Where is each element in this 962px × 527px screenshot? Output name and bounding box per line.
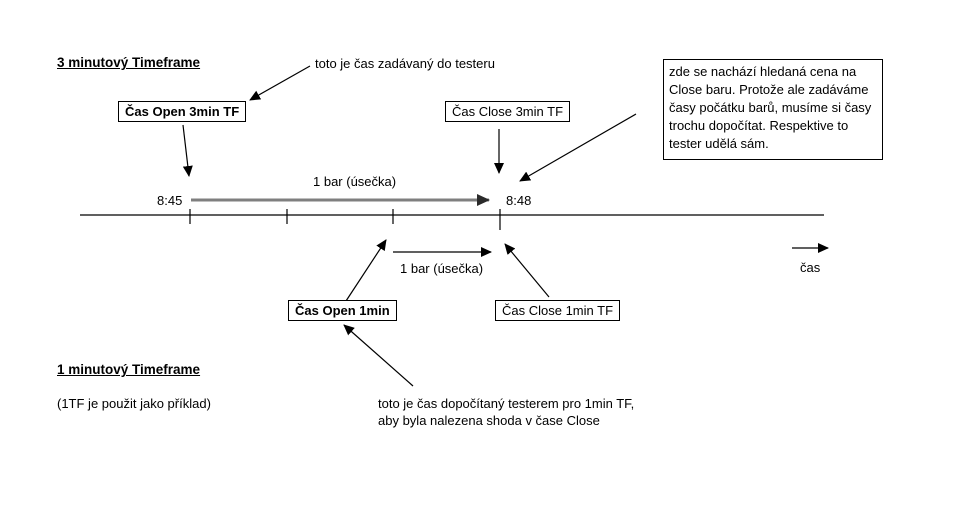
- arrow-annotation-to-open1min: [343, 324, 414, 387]
- info-box-line: Close baru. Protože ale zadáváme: [669, 82, 869, 97]
- arrow-open3min-to-axis: [182, 124, 193, 177]
- bar-label-3min: 1 bar (úsečka): [313, 174, 397, 189]
- note-1tf-example: (1TF je použit jako příklad): [57, 396, 211, 411]
- time-label-open: 8:45: [157, 193, 183, 208]
- annotation-computed-line2: aby byla nalezena shoda v čase Close: [378, 413, 600, 428]
- info-box-line: časy počátku barů, musíme si časy: [669, 100, 872, 115]
- info-box-line: trochu dopočítat. Respektive to: [669, 118, 849, 133]
- info-box-line: tester udělá sám.: [669, 136, 769, 151]
- info-box-line: zde se nachází hledaná cena na: [669, 64, 857, 79]
- box-open-3min: Čas Open 3min TF: [118, 101, 247, 122]
- annotation-computed-line1: toto je čas dopočítaný testerem pro 1min…: [378, 396, 635, 411]
- box-close-3min: Čas Close 3min TF: [445, 101, 571, 122]
- arrow-close1min-to-axis: [504, 243, 550, 298]
- axis-label-cas: čas: [800, 260, 821, 275]
- arrow-open1min-to-axis: [345, 239, 387, 302]
- box-close-1min: Čas Close 1min TF: [495, 300, 621, 321]
- section-title-3min: 3 minutový Timeframe: [57, 55, 201, 70]
- arrow-annotation-to-open3min: [249, 65, 311, 101]
- time-label-close: 8:48: [506, 193, 532, 208]
- annotation-tester-input: toto je čas zadávaný do testeru: [315, 56, 495, 71]
- box-open-1min: Čas Open 1min: [288, 300, 397, 321]
- bar-label-1min: 1 bar (úsečka): [400, 261, 484, 276]
- section-title-1min: 1 minutový Timeframe: [57, 362, 201, 377]
- info-box-close-price: zde se nachází hledaná cena na Close bar…: [663, 59, 883, 160]
- arrow-infobox-to-848: [519, 113, 637, 182]
